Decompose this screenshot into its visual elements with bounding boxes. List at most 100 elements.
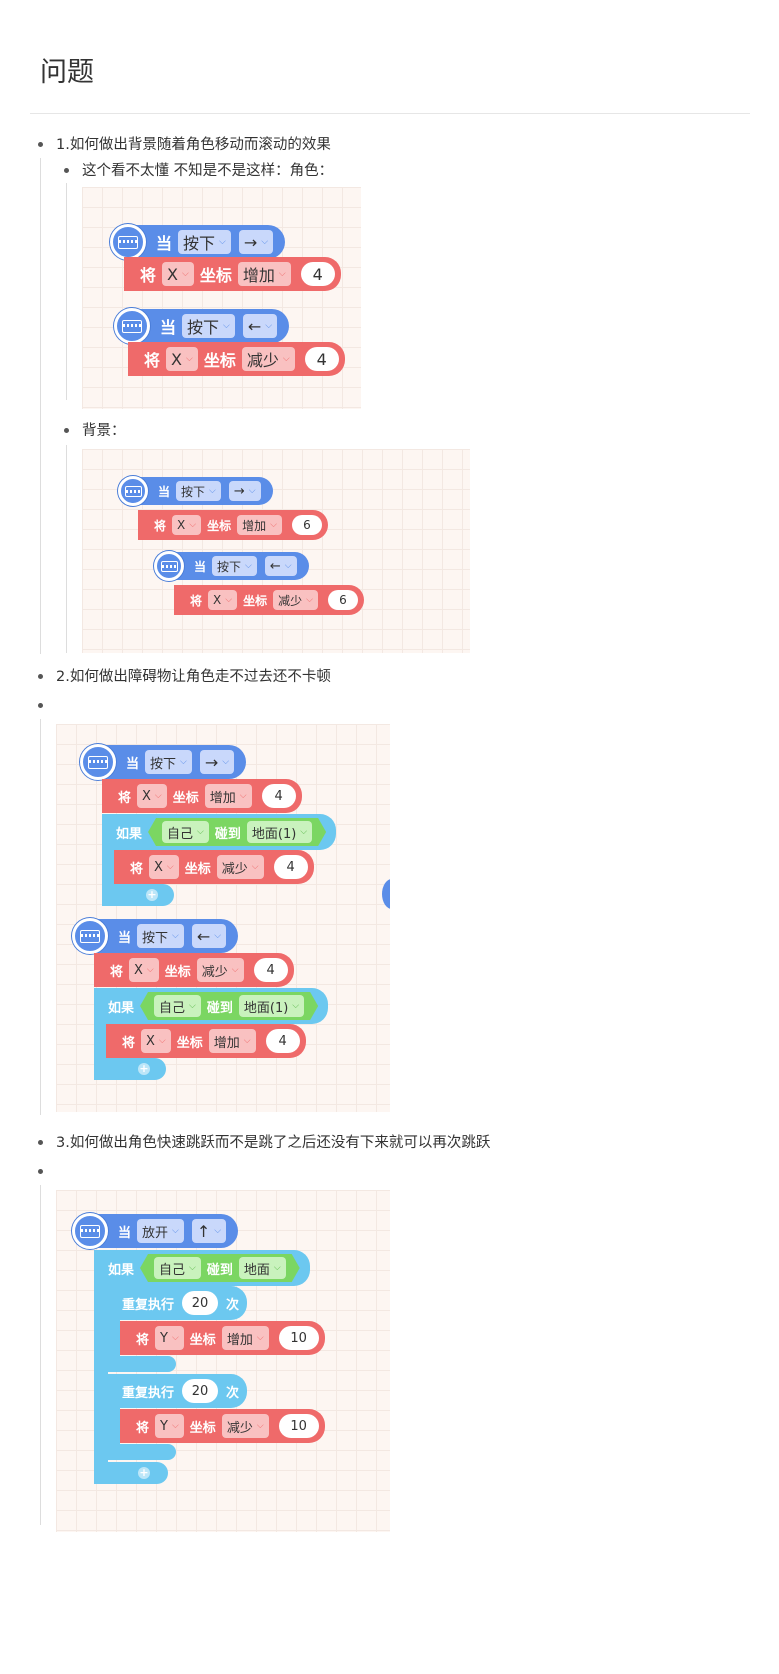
- change-dropdown: 减少⌵: [216, 855, 264, 879]
- chevron-down-icon: ⌵: [265, 321, 273, 331]
- axis-dropdown: X⌵: [137, 784, 167, 808]
- event-block: 当 按下⌵ →⌵: [118, 476, 273, 506]
- chevron-down-icon: ⌵: [270, 520, 277, 530]
- chevron-down-icon: ⌵: [251, 862, 259, 872]
- repeat-block-foot: [108, 1356, 176, 1372]
- move-block: 将 X⌵ 坐标 减少⌵ 4: [114, 850, 314, 884]
- number-input: 10: [278, 1326, 319, 1350]
- axis-dropdown: X⌵: [166, 347, 198, 371]
- keyboard-icon: [154, 551, 184, 581]
- axis-dropdown: X⌵: [149, 855, 179, 879]
- number-input: 6: [291, 515, 322, 535]
- if-block-arm: [94, 1284, 108, 1484]
- key-action-dropdown: 按下⌵: [145, 750, 192, 774]
- code-image-character: 当 按下⌵ →⌵ 将 X⌵ 坐标 增加⌵ 4 当 按下⌵ ←⌵ 将 X⌵ 坐标 …: [82, 187, 361, 409]
- list-item-1a: 这个看不太懂 不知是不是这样：角色：: [82, 163, 334, 179]
- chevron-down-icon: ⌵: [166, 862, 174, 872]
- list-item-2: 2.如何做出障碍物让角色走不过去还不卡顿: [56, 669, 331, 685]
- move-block: 将 X⌵ 坐标 减少⌵ 4: [94, 953, 294, 987]
- list-bullet: [38, 1169, 43, 1174]
- target-dropdown: 地面(1)⌵: [247, 821, 312, 843]
- axis-dropdown: X⌵: [172, 515, 202, 535]
- event-block: 当 按下⌵ ←⌵: [114, 308, 290, 344]
- axis-dropdown: X⌵: [141, 1029, 171, 1053]
- list-bullet: [38, 674, 43, 679]
- chevron-down-icon: ⌵: [180, 757, 187, 767]
- change-dropdown: 减少⌵: [221, 1414, 269, 1438]
- axis-dropdown: Y⌵: [155, 1326, 184, 1350]
- chevron-down-icon: ⌵: [306, 595, 313, 605]
- page-title: 问题: [40, 57, 94, 88]
- axis-dropdown: X⌵: [129, 958, 159, 982]
- change-dropdown: 增加⌵: [237, 515, 282, 535]
- chevron-down-icon: ⌵: [248, 486, 256, 496]
- key-action-dropdown: 按下⌵: [176, 481, 221, 501]
- touch-condition: 自己⌵ 碰到 地面⌵: [140, 1254, 300, 1282]
- event-block: 当 按下⌵ →⌵: [80, 744, 247, 780]
- key-dropdown: ↑⌵: [191, 1219, 227, 1243]
- move-block: 将 X⌵ 坐标 增加⌵ 6: [138, 510, 328, 540]
- if-block-arm: [94, 1022, 106, 1062]
- keyboard-icon: [72, 1213, 108, 1249]
- chevron-down-icon: ⌵: [172, 931, 179, 941]
- event-block: 当 按下⌵ ←⌵: [154, 551, 309, 581]
- code-image-background: 当 按下⌵ →⌵ 将 X⌵ 坐标 增加⌵ 6 当 按下⌵ ←⌵ 将 X⌵ 坐标 …: [82, 449, 470, 653]
- list-item-1: 1.如何做出背景随着角色移动而滚动的效果: [56, 137, 331, 153]
- chevron-down-icon: ⌵: [284, 561, 292, 571]
- event-block: 当 按下⌵ →⌵: [110, 224, 286, 260]
- if-block: 如果 自己⌵ 碰到 地面(1)⌵: [94, 988, 329, 1024]
- number-input: 4: [273, 855, 308, 879]
- change-dropdown: 增加⌵: [204, 784, 252, 808]
- key-action-dropdown: 按下⌵: [212, 556, 257, 576]
- chevron-down-icon: ⌵: [197, 827, 204, 837]
- key-action-dropdown: 按下⌵: [178, 230, 231, 254]
- keyboard-icon: [80, 744, 116, 780]
- list-item-3: 3.如何做出角色快速跳跃而不是跳了之后还没有下来就可以再次跳跃: [56, 1135, 491, 1151]
- chevron-down-icon: ⌵: [189, 520, 197, 530]
- target-dropdown: 地面(1)⌵: [239, 995, 304, 1017]
- change-dropdown: 增加⌵: [208, 1029, 256, 1053]
- chevron-down-icon: ⌵: [171, 1421, 179, 1431]
- key-dropdown: →⌵: [199, 750, 235, 774]
- repeat-block-foot: [108, 1444, 176, 1460]
- if-block-foot: +: [94, 1058, 166, 1080]
- nested-list-rail: [66, 183, 67, 400]
- chevron-down-icon: ⌵: [256, 1333, 264, 1343]
- move-block: 将 X⌵ 坐标 增加⌵ 4: [106, 1024, 306, 1058]
- repeat-block: 重复执行 20 次: [108, 1374, 248, 1408]
- key-dropdown: →⌵: [228, 481, 261, 501]
- plus-icon: +: [138, 1466, 150, 1479]
- chevron-down-icon: ⌵: [158, 1036, 166, 1046]
- move-block: 将 X⌵ 坐标 减少⌵ 6: [174, 585, 364, 615]
- nested-list-rail: [40, 158, 41, 654]
- block-label: 当: [156, 234, 173, 253]
- change-dropdown: 增加⌵: [221, 1326, 269, 1350]
- change-dropdown: 减少⌵: [241, 347, 295, 371]
- chevron-down-icon: ⌵: [171, 1333, 179, 1343]
- keyboard-icon: [110, 224, 146, 260]
- nested-list-rail: [40, 719, 41, 1115]
- chevron-down-icon: ⌵: [223, 321, 230, 331]
- chevron-down-icon: ⌵: [209, 486, 216, 496]
- list-bullet: [64, 428, 69, 433]
- chevron-down-icon: ⌵: [278, 269, 286, 279]
- keyboard-icon: [114, 308, 150, 344]
- chevron-down-icon: ⌵: [185, 354, 193, 364]
- touch-condition: 自己⌵ 碰到 地面(1)⌵: [140, 992, 318, 1020]
- nested-list-rail: [40, 1185, 41, 1525]
- chevron-down-icon: ⌵: [222, 757, 230, 767]
- repeat-block-arm: [108, 1318, 120, 1360]
- number-input: 4: [253, 958, 288, 982]
- title-divider: [30, 113, 750, 114]
- change-dropdown: 减少⌵: [196, 958, 244, 982]
- number-input: 6: [327, 590, 358, 610]
- chevron-down-icon: ⌵: [245, 561, 252, 571]
- sprite-dropdown: 自己⌵: [154, 995, 201, 1017]
- event-block: 当 按下⌵ ←⌵: [72, 918, 239, 954]
- chevron-down-icon: ⌵: [261, 237, 269, 247]
- list-bullet: [38, 703, 43, 708]
- list-bullet: [38, 1140, 43, 1145]
- chevron-down-icon: ⌵: [243, 1036, 251, 1046]
- key-action-dropdown: 放开⌵: [137, 1219, 184, 1243]
- plus-icon: +: [138, 1062, 150, 1075]
